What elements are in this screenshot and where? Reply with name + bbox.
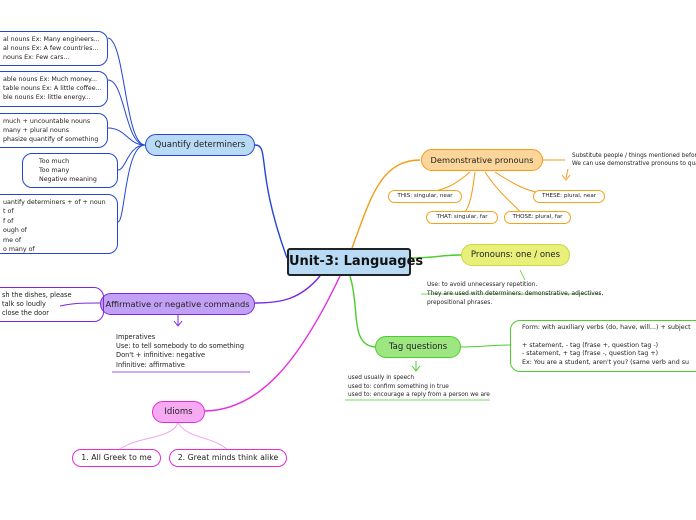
commands-note: Use: to tell somebody to do something — [116, 342, 245, 351]
pronouns-one-notes[interactable]: Use: to avoid unnecessary repetition. Th… — [427, 281, 627, 308]
tag-questions-form-line: Form: with auxiliary verbs (do, have, wi… — [522, 324, 691, 331]
quantify-g5-line: f of — [3, 217, 14, 225]
quantify-g5-line: uantify determiners + of + noun — [3, 199, 106, 206]
commands-examples[interactable]: sh the dishes, please talk so loudly clo… — [0, 287, 104, 322]
tag-questions-node[interactable]: Tag questions — [375, 336, 461, 358]
connector-quantify-g3 — [107, 127, 146, 146]
connector-idioms — [204, 275, 341, 412]
quantify-group-3[interactable]: much + uncountable nouns many + plural n… — [0, 113, 108, 148]
demonstrative-pronouns-node[interactable]: Demonstrative pronouns — [421, 149, 543, 171]
commands-example: close the door — [2, 309, 49, 318]
demonstrative-these[interactable]: THESE: plural, near — [533, 190, 605, 203]
demonstrative-note-line: We can use demonstrative pronouns to qua… — [572, 161, 696, 167]
demonstrative-note[interactable]: Substitute people / things mentioned bef… — [572, 152, 696, 168]
quantify-g5-line: o many of — [3, 246, 35, 254]
commands-example: sh the dishes, please — [2, 291, 72, 299]
pronouns-one-note: They are used with determiners: demonstr… — [427, 291, 604, 297]
demonstrative-note-line: Substitute people / things mentioned bef… — [572, 153, 696, 159]
commands-note: Don't + infinitive: negative — [116, 351, 206, 360]
quantify-g3-line: much + uncountable nouns — [3, 118, 91, 125]
quantify-g3-line: phasize quantify of something — [3, 136, 99, 143]
connector-tags — [349, 275, 376, 348]
quantify-group-4[interactable]: Too much Too many Negative meaning — [22, 153, 118, 188]
commands-note: Imperatives — [116, 333, 156, 341]
quantify-g4-line: Too much — [39, 158, 70, 165]
quantify-g1-line: nouns Ex: Few cars... — [3, 54, 70, 61]
pronouns-one-note: Use: to avoid unnecessary repetition. — [427, 282, 538, 288]
commands-note: Infinitive: affirmative — [116, 360, 185, 369]
pronouns-one-node[interactable]: Pronouns: one / ones — [461, 244, 570, 266]
pronouns-one-note: prepositional phrases. — [427, 300, 493, 306]
quantify-g3-line: many + plural nouns — [3, 127, 70, 134]
commands-node[interactable]: Affirmative or negative commands — [100, 293, 255, 315]
connector-quantify — [254, 144, 288, 259]
quantify-g4-line: Too many — [39, 167, 70, 174]
demonstrative-those[interactable]: THOSE: plural, far — [504, 211, 571, 224]
quantify-determiners-node[interactable]: Quantify determiners — [145, 134, 255, 156]
tag-questions-form-line — [522, 333, 696, 342]
tag-questions-form-line: + statement, - tag (frase +, question ta… — [522, 341, 659, 349]
connector-quantify-g1 — [107, 37, 146, 146]
idiom-item-1[interactable]: 1. All Greek to me — [72, 449, 161, 467]
tag-questions-form-line: - statement, + tag (frase -, question ta… — [522, 350, 659, 358]
tag-questions-form[interactable]: Form: with auxiliary verbs (do, have, wi… — [510, 320, 696, 372]
idioms-node[interactable]: Idioms — [152, 401, 205, 423]
demonstrative-that[interactable]: THAT: singular, far — [426, 211, 498, 224]
quantify-g1-line: al nouns Ex: Many engineers... — [3, 36, 100, 43]
quantify-g5-line: t of — [3, 208, 14, 216]
central-topic[interactable]: Unit-3: Languages — [287, 248, 423, 276]
quantify-group-1[interactable]: al nouns Ex: Many engineers... al nouns … — [0, 31, 108, 66]
quantify-g4-line: Negative meaning — [39, 176, 97, 183]
tag-questions-note: used to: encourage a reply from a person… — [348, 392, 490, 399]
quantify-g1-line: al nouns Ex: A few countries... — [3, 45, 99, 52]
tag-questions-form-line: Ex: You are a student, aren't you? (same… — [522, 359, 690, 367]
quantify-g5-line: me of — [3, 236, 22, 244]
quantify-g2-line: table nouns Ex: A little coffee... — [3, 85, 102, 92]
tag-questions-note: used usually in speech — [348, 375, 415, 381]
connector-pronouns-one — [410, 254, 462, 259]
tag-questions-notes[interactable]: used usually in speech used to: confirm … — [348, 374, 498, 400]
connector-quantify-g2 — [107, 79, 146, 146]
commands-notes[interactable]: Imperatives Use: to tell somebody to do … — [116, 333, 256, 370]
quantify-group-5[interactable]: uantify determiners + of + noun t of f o… — [0, 194, 118, 254]
connector-quantify-g5 — [117, 144, 146, 223]
connector-demonstrative — [351, 159, 421, 249]
idiom-item-2[interactable]: 2. Great minds think alike — [169, 449, 287, 467]
tag-questions-note: used to: confirm something in true — [348, 383, 449, 390]
quantify-g5-line: ough of — [3, 227, 27, 235]
quantify-g2-line: able nouns Ex: Much money... — [3, 76, 97, 83]
demonstrative-this[interactable]: THIS: singular, near — [388, 190, 462, 203]
quantify-g2-line: ble nouns Ex: little energy... — [3, 94, 91, 101]
connector-commands — [254, 275, 321, 304]
quantify-group-2[interactable]: able nouns Ex: Much money... table nouns… — [0, 71, 108, 107]
connector-quantify-g4 — [117, 144, 146, 171]
commands-example: talk so loudly — [2, 300, 46, 309]
